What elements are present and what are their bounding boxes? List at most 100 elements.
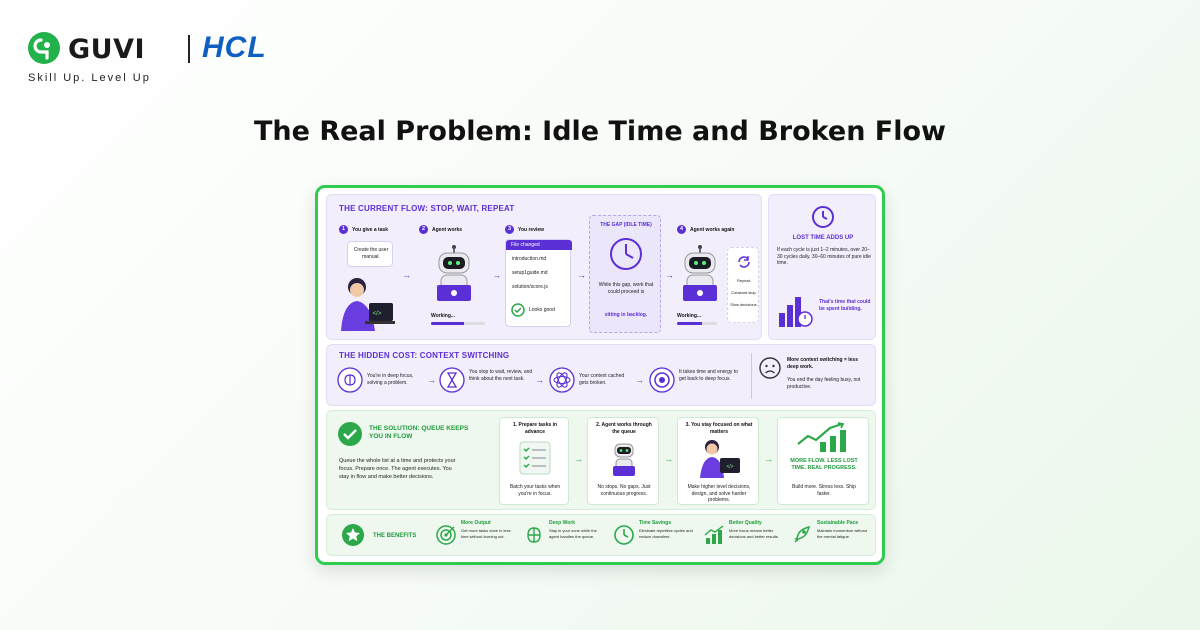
benefit-title: Time Savings [639, 520, 672, 526]
sad-face-icon [759, 357, 781, 379]
guvi-logo-icon [28, 32, 60, 64]
atom-icon [549, 367, 575, 393]
flow-arrow: → [535, 375, 544, 385]
page-title: The Real Problem: Idle Time and Broken F… [253, 116, 947, 147]
loop-note: Constant stop. [731, 290, 757, 295]
growth-chart-icon [797, 422, 846, 452]
flow-arrow: → [764, 454, 773, 464]
flow-arrow: → [427, 375, 436, 385]
robot-agent-icon [437, 245, 471, 301]
brain-icon [527, 527, 541, 543]
bar-growth-icon [779, 297, 813, 327]
agent-status: Working... [431, 313, 456, 319]
task-bubble-text: Create the user manual. [353, 247, 389, 260]
task-checklist-icon [519, 441, 551, 475]
benefit-text: More focus means better decisions and be… [729, 528, 779, 539]
hourglass-icon [439, 367, 465, 393]
flow-arrow: → [492, 270, 501, 280]
solution-step-card: 2. Agent works through the queue No stop… [587, 417, 659, 505]
solution-result-text: Build more. Stress less. Ship faster. [792, 484, 856, 497]
hidden-cost-heading: THE HIDDEN COST: CONTEXT SWITCHING [339, 351, 510, 360]
solution-text: Queue the whole list at a time and prote… [339, 458, 456, 480]
gap-title: THE GAP (IDLE TIME) [600, 222, 652, 228]
file-item: solution/score.js [512, 284, 548, 290]
lost-time-callout: That's time that could be spent building… [819, 299, 871, 312]
solution-step-caption: Batch your tasks when you're in focus. [509, 484, 561, 497]
benefit-text: Get more tasks done in less time without… [461, 528, 511, 539]
hcl-wordmark: HCL [202, 31, 267, 64]
section-divider [751, 353, 752, 399]
benefit-title: Better Quality [729, 520, 762, 526]
loop-note: Slow decisions. [730, 302, 758, 307]
lost-time-section: LOST TIME ADDS UP If each cycle is just … [768, 194, 876, 340]
lost-time-title: LOST TIME ADDS UP [792, 235, 854, 241]
agent-progress-bar [431, 322, 485, 325]
gap-highlight: sitting in backlog. [604, 312, 648, 318]
step-4-badge: 4 [677, 225, 686, 234]
developer-laptop-icon: </> [700, 440, 740, 478]
loop-notes-panel: Repeat. Constant stop. Slow decisions. [727, 247, 759, 323]
hidden-cost-step: It takes time and energy to get back to … [679, 369, 738, 382]
clock-icon [614, 525, 634, 545]
svg-text:</>: </> [726, 464, 733, 470]
target-icon [436, 525, 456, 545]
svg-text:</>: </> [373, 311, 382, 317]
step-2-badge: 2 [419, 225, 428, 234]
benefit-title: More Output [461, 520, 491, 526]
benefit-text: Stay in your zone while the agent handle… [549, 528, 597, 539]
solution-step-caption: Make higher level decisions, design, and… [687, 484, 751, 503]
robot-agent-icon [613, 443, 635, 476]
step-1-label: You give a task [352, 227, 389, 233]
brain-icon [337, 367, 363, 393]
clock-icon [610, 238, 642, 270]
benefit-title: Deep Work [549, 520, 576, 526]
hidden-cost-summary-bold: More context switching = less deep work. [787, 357, 858, 370]
guvi-wordmark: GUVI [68, 34, 146, 65]
developer-laptop-icon: </> [341, 278, 395, 331]
idle-gap-panel: THE GAP (IDLE TIME) While this gap, work… [589, 215, 661, 333]
hidden-cost-section: THE HIDDEN COST: CONTEXT SWITCHING You'r… [326, 344, 876, 406]
agent-status: Working... [677, 313, 702, 319]
task-bubble: Create the user manual. [347, 241, 393, 267]
step-4-label: Agent works again [690, 227, 735, 233]
hidden-cost-step: Your context cached gets broken. [579, 373, 625, 386]
solution-step-title: 3. You stay focused on what matters [685, 422, 753, 435]
benefits-heading: THE BENEFITS [373, 533, 417, 539]
solution-heading: THE SOLUTION: QUEUE KEEPS YOU IN FLOW [369, 425, 469, 440]
flow-arrow: → [665, 270, 674, 280]
flow-arrow: → [577, 270, 586, 280]
flow-arrow: → [574, 454, 583, 464]
hidden-cost-step: You're in deep focus, solving a problem. [367, 373, 414, 386]
benefit-title: Sustainable Pace [817, 520, 859, 526]
solution-result-title: MORE FLOW. LESS LOST TIME. REAL PROGRESS… [790, 458, 858, 471]
files-header: File changed [511, 242, 540, 248]
step-3-label: You review [518, 227, 545, 233]
solution-step-card: 3. You stay focused on what matters </> … [677, 417, 759, 505]
step-1-badge: 1 [339, 225, 348, 234]
solution-result-card: MORE FLOW. LESS LOST TIME. REAL PROGRESS… [777, 417, 869, 505]
rocket-icon [794, 525, 811, 543]
solution-section: THE SOLUTION: QUEUE KEEPS YOU IN FLOW Qu… [326, 410, 876, 510]
infographic-card: THE CURRENT FLOW: STOP, WAIT, REPEAT 1 Y… [315, 185, 885, 565]
brand-logo: GUVI HCL Skill Up. Level Up [28, 31, 328, 87]
repeat-icon [738, 256, 750, 268]
solution-step-title: 2. Agent works through the queue [596, 422, 652, 435]
gap-text: While this gap, work that could proceed … [598, 282, 654, 295]
current-flow-section: THE CURRENT FLOW: STOP, WAIT, REPEAT 1 Y… [326, 194, 762, 340]
step-2-label: Agent works [432, 227, 463, 233]
robot-agent-icon [683, 245, 717, 301]
focus-target-icon [649, 367, 675, 393]
trend-icon [704, 525, 724, 544]
solution-step-title: 1. Prepare tasks in advance [512, 422, 558, 435]
flow-arrow: → [635, 375, 644, 385]
star-badge-icon [342, 524, 364, 546]
hidden-cost-summary: You end the day feeling busy, not produc… [787, 377, 861, 390]
solution-step-caption: No stops. No gaps. Just continuous progr… [597, 484, 651, 497]
files-header-bar: File changed [506, 240, 572, 250]
benefit-text: Maintain momentum without the mental fat… [817, 528, 868, 539]
check-circle-icon [511, 303, 525, 317]
solution-step-card: 1. Prepare tasks in advance Batch your t… [499, 417, 569, 505]
flow-arrow: → [402, 270, 411, 280]
step-3-badge: 3 [505, 225, 514, 234]
brand-tagline: Skill Up. Level Up [28, 72, 151, 84]
